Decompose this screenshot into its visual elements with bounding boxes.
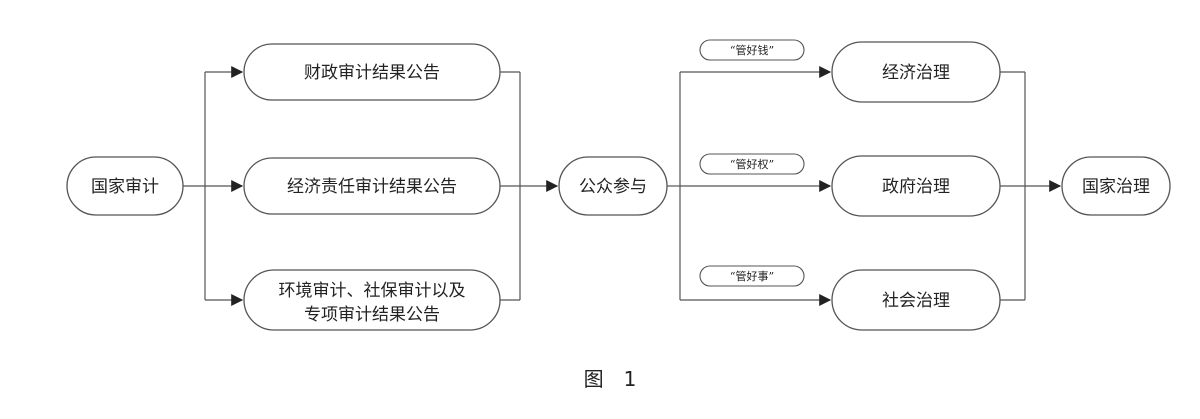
tag-money: “管好钱” [699,39,805,61]
tag-money-label: “管好钱” [730,43,774,57]
node-env-audit-label-line1: 环境审计、社保审计以及 [279,281,466,301]
node-economic-gov: 经济治理 [831,41,1001,103]
tag-power: “管好权” [699,153,805,175]
node-national-gov-label: 国家治理 [1082,177,1150,197]
node-social-gov-label: 社会治理 [882,291,950,311]
node-national-gov: 国家治理 [1061,156,1171,216]
node-fiscal-audit-label: 财政审计结果公告 [304,63,440,83]
node-public-participation-label: 公众参与 [579,177,647,197]
edges [183,66,1062,306]
tag-affairs-label: “管好事” [730,269,774,283]
figure-caption: 图 1 [584,367,637,391]
node-env-audit: 环境审计、社保审计以及 专项审计结果公告 [243,269,501,331]
tag-power-label: “管好权” [730,157,774,171]
node-social-gov: 社会治理 [831,269,1001,331]
node-national-audit-label: 国家审计 [91,177,159,197]
node-national-audit: 国家审计 [66,156,184,216]
node-government-gov: 政府治理 [831,155,1001,217]
node-public-participation: 公众参与 [558,156,668,216]
node-env-audit-label-line2: 专项审计结果公告 [304,305,440,325]
tag-affairs: “管好事” [699,265,805,287]
node-economic-resp-audit-label: 经济责任审计结果公告 [287,177,457,197]
node-government-gov-label: 政府治理 [882,177,950,197]
node-economic-gov-label: 经济治理 [882,63,950,83]
node-economic-resp-audit: 经济责任审计结果公告 [243,157,501,215]
node-fiscal-audit: 财政审计结果公告 [243,43,501,101]
